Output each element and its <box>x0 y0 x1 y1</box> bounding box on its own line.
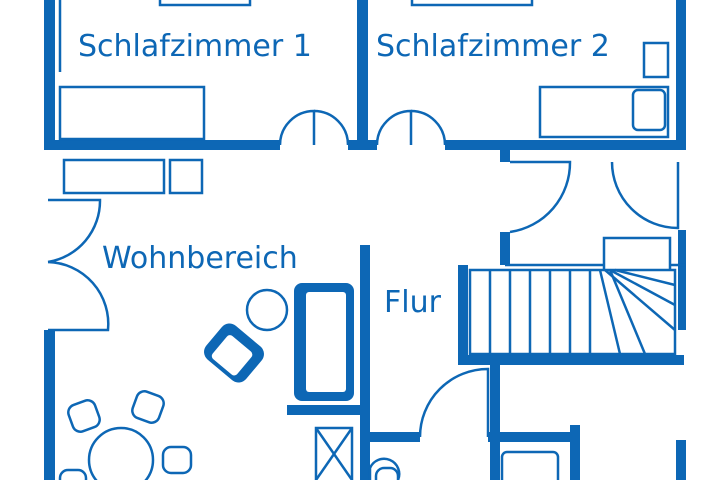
walls <box>44 0 686 480</box>
label-hall: Flur <box>384 285 442 320</box>
sink-bedroom2 <box>631 88 667 132</box>
lamp-living <box>245 288 289 332</box>
door-bedroom1 <box>278 109 316 146</box>
door-living-left-leaf <box>47 260 110 332</box>
doors <box>47 109 680 480</box>
sofa-living <box>294 283 354 401</box>
desk-bedroom1 <box>58 85 206 141</box>
door-hall-right <box>610 161 680 230</box>
label-bedroom2: Schlafzimmer 2 <box>376 29 610 64</box>
bed-bedroom2-top <box>410 0 534 7</box>
sideboard-living-small <box>168 158 204 195</box>
sideboard-living <box>62 158 166 195</box>
dining-table <box>87 426 155 480</box>
wall-right-mid <box>678 230 686 330</box>
bath-sink <box>500 450 560 480</box>
wall-living-hall <box>360 245 370 480</box>
wall-stair-bottom <box>458 355 684 365</box>
door-bottom-hall <box>418 367 490 438</box>
wall-left-upper <box>44 0 55 150</box>
door-bedroom2-leaf <box>410 109 447 146</box>
wall-stair-left <box>458 265 468 365</box>
wall-living-bottom-stub <box>287 405 370 415</box>
label-bedroom1: Schlafzimmer 1 <box>78 29 312 64</box>
dining-chair-top-left <box>67 399 101 433</box>
wall-h-bedroom2-right <box>445 140 686 150</box>
bed-bedroom1-top <box>158 0 252 7</box>
door-bedroom2 <box>375 109 413 146</box>
wall-hall-stub <box>500 150 510 162</box>
dining-chair-right <box>161 445 193 475</box>
door-living-left <box>47 198 102 264</box>
wall-bath-right <box>570 425 580 480</box>
room-labels: Schlafzimmer 1 Schlafzimmer 2 Wohnbereic… <box>78 29 610 320</box>
dining-chair-left <box>58 468 88 480</box>
wall-left-lower <box>44 330 55 480</box>
wall-bedroom1-bedroom2 <box>357 0 368 150</box>
furniture <box>58 0 672 480</box>
shelf-bedroom2 <box>642 41 670 79</box>
wall-bottom-right-stub <box>488 432 570 442</box>
door-hall-left <box>509 160 572 234</box>
wall-h-bedroom2-left <box>357 140 377 150</box>
staircase <box>468 268 677 356</box>
bath-toilet <box>374 466 400 480</box>
wall-bottom-left-stub <box>370 432 420 442</box>
door-bedroom1-leaf <box>313 109 350 146</box>
label-living: Wohnbereich <box>102 241 298 276</box>
bathtub <box>602 236 672 276</box>
door-bath-small <box>368 457 401 480</box>
wall-h-bedroom1-left <box>44 140 280 150</box>
armchair-living <box>204 323 264 383</box>
wall-right-upper <box>676 0 686 150</box>
stair-outline <box>468 268 677 356</box>
wall-right-low <box>676 440 686 480</box>
wall-hall-post <box>500 232 510 265</box>
dining-chair-top-right <box>131 390 165 424</box>
wall-bath-left <box>490 365 500 480</box>
